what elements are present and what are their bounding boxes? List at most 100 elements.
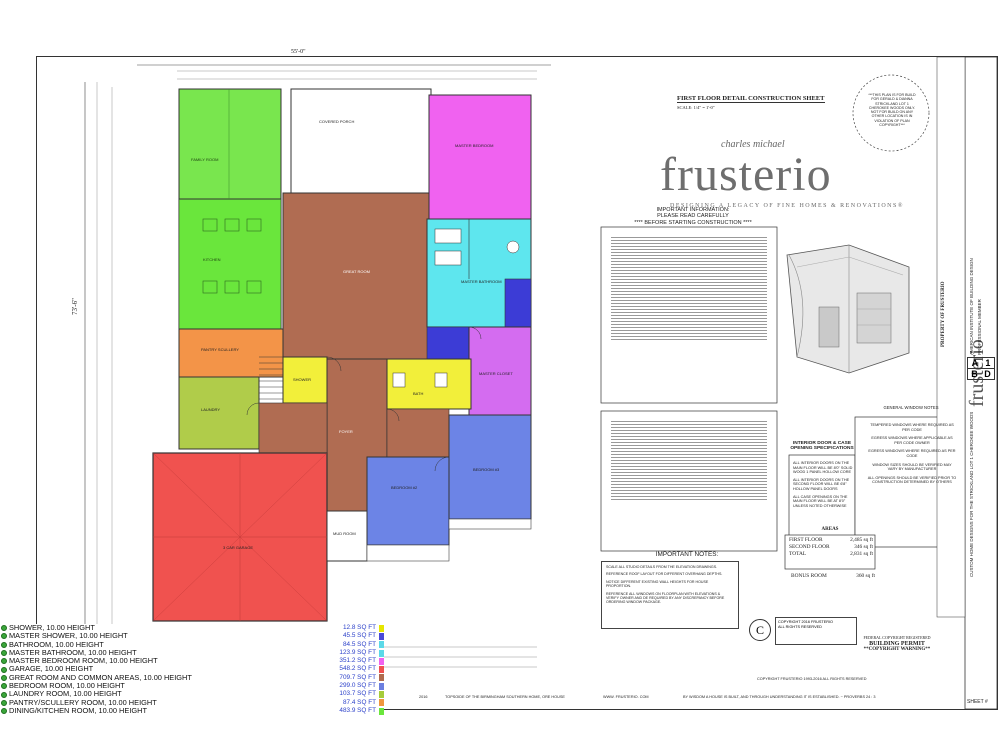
drawing-sheet: 55'-0" 73'-6" FIRST FLOOR DETAIL CONSTRU… xyxy=(36,49,998,710)
legend-swatch xyxy=(379,632,384,640)
window-notes-list: TEMPERED WINDOWS WHERE REQUIRED AS PER C… xyxy=(867,423,957,485)
legend-item: MASTER BEDROOM ROOM, 10.00 HEIGHT 351.2 S… xyxy=(0,657,384,665)
plan-stamp xyxy=(852,74,930,152)
legend-swatch xyxy=(379,624,384,632)
copyright-symbol: C xyxy=(749,619,771,641)
sheet-title: FIRST FLOOR DETAIL CONSTRUCTION SHEET xyxy=(677,95,825,103)
titleblock-property: PROPERTY OF FRUSTERIO xyxy=(941,281,946,347)
legend-label: SHOWER, 10.00 HEIGHT xyxy=(9,624,95,632)
room-label-porch: COVERED PORCH xyxy=(319,119,355,124)
legend-bullet-icon xyxy=(1,633,7,640)
bedroom-2 xyxy=(366,456,450,546)
legend-item: LAUNDRY ROOM, 10.00 HEIGHT 103.7 SQ FT xyxy=(0,690,384,698)
important-info-warning: **** BEFORE STARTING CONSTRUCTION **** xyxy=(634,219,752,226)
room-label-garage: 3 CAR GARAGE xyxy=(223,545,254,550)
bottom-year: 2016 xyxy=(419,695,428,699)
great-room xyxy=(282,192,430,386)
legend-area: 87.4 SQ FT xyxy=(342,698,376,706)
legend-swatch xyxy=(379,657,384,665)
room-label-pantry: PANTRY SCULLERY xyxy=(201,347,239,352)
important-notes-box: SCALE ALL STUDIO DETAILS FROM THE ELEVAT… xyxy=(601,561,739,629)
legend-label: LAUNDRY ROOM, 10.00 HEIGHT xyxy=(9,690,122,699)
legend-item: MASTER BATHROOM, 10.00 HEIGHT 123.9 SQ FT xyxy=(0,649,384,657)
shower-room xyxy=(282,356,328,404)
sheet-letter-a: A xyxy=(971,358,979,368)
legend-label: GARAGE, 10.00 HEIGHT xyxy=(9,665,94,674)
overall-depth-label: 73'-6" xyxy=(71,298,79,315)
room-label-mud-room: MUD ROOM xyxy=(333,531,356,536)
door-spec-line: ALL CASE OPENINGS ON THE MAIN FLOOR WILL… xyxy=(793,494,848,508)
door-spec-line: ALL INTERIOR DOORS ON THE SECOND FLOOR W… xyxy=(793,477,850,491)
legend-swatch xyxy=(379,682,384,690)
important-notes-title: IMPORTANT NOTES: xyxy=(655,551,719,558)
pantry-scullery xyxy=(178,328,284,378)
door-specs-title: INTERIOR DOOR & CASE OPENING SPECIFICATI… xyxy=(790,441,854,452)
areas-table xyxy=(784,534,876,570)
area-row-value: 346 sq ft xyxy=(854,544,873,551)
legend-label: DINING/KITCHEN ROOM, 10.00 HEIGHT xyxy=(9,706,147,715)
legend-label: PANTRY/SCULLERY ROOM, 10.00 HEIGHT xyxy=(9,698,157,707)
legend-label: BEDROOM ROOM, 10.00 HEIGHT xyxy=(9,682,125,691)
room-label-master-bedroom: MASTER BEDROOM xyxy=(455,143,494,148)
window-note-line: TEMPERED WINDOWS WHERE REQUIRED AS PER C… xyxy=(870,423,954,432)
room-label-laundry: LAUNDRY xyxy=(201,407,221,412)
hall-2 xyxy=(386,408,450,458)
room-label-family: FAMILY ROOM xyxy=(191,157,219,162)
stamp-text: ***THIS PLAN IS FOR BUILD FOR GERALD & D… xyxy=(868,93,916,128)
legend-bullet-icon xyxy=(1,699,7,706)
legend-item: GREAT ROOM AND COMMON AREAS, 10.00 HEIGH… xyxy=(0,674,384,682)
important-note-line: REFERENCE ALL WINDOWS ON FLOORPLAN WITH … xyxy=(606,591,725,605)
legend-swatch xyxy=(379,691,384,699)
room-label-bedroom-2: BEDROOM #2 xyxy=(391,485,418,490)
master-bedroom xyxy=(428,94,532,220)
house-rendering-image xyxy=(786,244,910,374)
legend-bullet-icon xyxy=(1,641,7,648)
master-shower xyxy=(504,278,532,328)
legend-area: 45.5 SQ FT xyxy=(342,632,376,640)
bonus-room-label: BONUS ROOM xyxy=(791,573,827,579)
window-note-line: ALL OPENINGS SHOULD BE VERIFIED PRIOR TO… xyxy=(867,475,957,485)
legend-area: 351.2 SQ FT xyxy=(339,657,376,665)
door-specs-list: ALL INTERIOR DOORS ON THE MAIN FLOOR WIL… xyxy=(793,461,853,508)
window-note-line: EGRESS WINDOWS WHERE APPLICABLE AS PER C… xyxy=(871,436,953,445)
general-notes-fineprint xyxy=(607,419,771,502)
titleblock-member: PROFESSIONAL MEMBER xyxy=(977,299,982,355)
legend-swatch xyxy=(379,641,384,649)
room-label-kitchen: KITCHEN xyxy=(203,257,221,262)
legend-bullet-icon xyxy=(1,625,7,632)
legend-bullet-icon xyxy=(1,691,7,698)
legend-bullet-icon xyxy=(1,666,7,673)
important-info-fineprint xyxy=(607,235,771,342)
legend-bullet-icon xyxy=(1,650,7,657)
master-closet xyxy=(468,326,532,416)
legend-area: 103.7 SQ FT xyxy=(339,690,376,698)
legend-area: 123.9 SQ FT xyxy=(339,648,376,656)
room-label-master-bath: MASTER BATHROOM xyxy=(461,279,502,284)
legend-label: MASTER SHOWER, 10.00 HEIGHT xyxy=(9,632,128,641)
legend-swatch xyxy=(379,674,384,682)
copyright-footer: COPYRIGHT FRUSTERIO 1993-2016 ALL RIGHTS… xyxy=(757,677,867,681)
legend-label: MASTER BATHROOM, 10.00 HEIGHT xyxy=(9,648,137,657)
legend-item: MASTER SHOWER, 10.00 HEIGHT 45.5 SQ FT xyxy=(0,632,384,640)
room-label-shower: SHOWER xyxy=(293,377,311,382)
hall-closet xyxy=(426,326,470,362)
important-info-header: IMPORTANT INFORMATION: PLEASE READ CAREF… xyxy=(633,207,753,226)
legend-label: BATHROOM, 10.00 HEIGHT xyxy=(9,640,104,649)
brand-pre: charles michael xyxy=(721,139,785,150)
legend-bullet-icon xyxy=(1,683,7,690)
legend-label: MASTER BEDROOM ROOM, 10.00 HEIGHT xyxy=(9,657,158,666)
room-label-bath: BATH xyxy=(413,391,424,396)
legend-area: 709.7 SQ FT xyxy=(339,673,376,681)
area-row-value: 2,831 sq ft xyxy=(850,551,873,558)
area-row-value: 2,485 sq ft xyxy=(850,537,873,543)
legend-area: 299.0 SQ FT xyxy=(339,682,376,690)
